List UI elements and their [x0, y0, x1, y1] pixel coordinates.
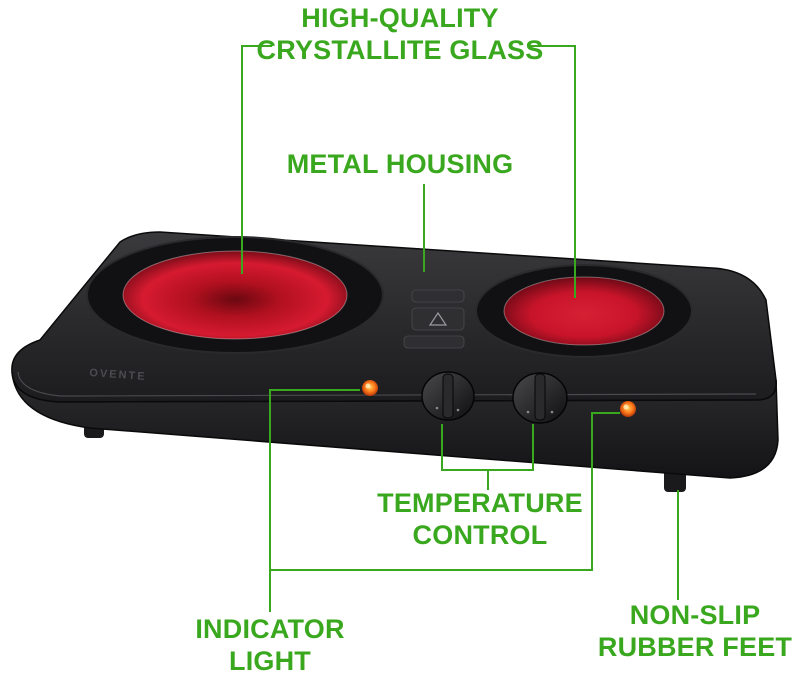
callout-temperature-line1: TEMPERATURE: [377, 488, 583, 518]
callout-indicator-line1: INDICATOR: [195, 614, 345, 644]
callout-feet-label: NON-SLIP RUBBER FEET: [590, 599, 800, 663]
callout-metal-line1: METAL HOUSING: [286, 149, 514, 179]
callout-metal-label: METAL HOUSING: [250, 148, 550, 180]
callout-temperature-line2: CONTROL: [412, 520, 548, 550]
center-panel: [403, 289, 465, 349]
callout-indicator-line2: LIGHT: [229, 646, 311, 676]
brand-logo: OVENTE: [89, 367, 147, 383]
callout-feet-line1: NON-SLIP: [629, 600, 761, 630]
right-burner-glass: [475, 264, 693, 358]
temperature-knob-left[interactable]: [421, 371, 475, 421]
callout-temperature-label: TEMPERATURE CONTROL: [330, 487, 630, 551]
callout-feet-line2: RUBBER FEET: [597, 632, 793, 662]
left-burner-glass: [86, 236, 384, 354]
callout-line-glass: [241, 45, 272, 274]
callout-glass-label: HIGH-QUALITY CRYSTALLITE GLASS: [250, 2, 550, 66]
temperature-knob-right[interactable]: [512, 372, 568, 424]
callout-glass-line2: CRYSTALLITE GLASS: [256, 35, 544, 65]
warning-icon: [428, 311, 448, 326]
callout-lines: [241, 45, 679, 612]
callout-line-indicator: [269, 389, 620, 571]
cooktop-front-housing: [11, 371, 779, 479]
callout-indicator-label: INDICATOR LIGHT: [150, 613, 390, 677]
svg-text:OVENTE: OVENTE: [89, 367, 147, 383]
indicator-light-right: [620, 401, 636, 417]
callout-glass-line1: HIGH-QUALITY: [301, 3, 499, 33]
callout-line-glass-right: [530, 45, 576, 298]
indicator-light-left: [362, 380, 378, 396]
